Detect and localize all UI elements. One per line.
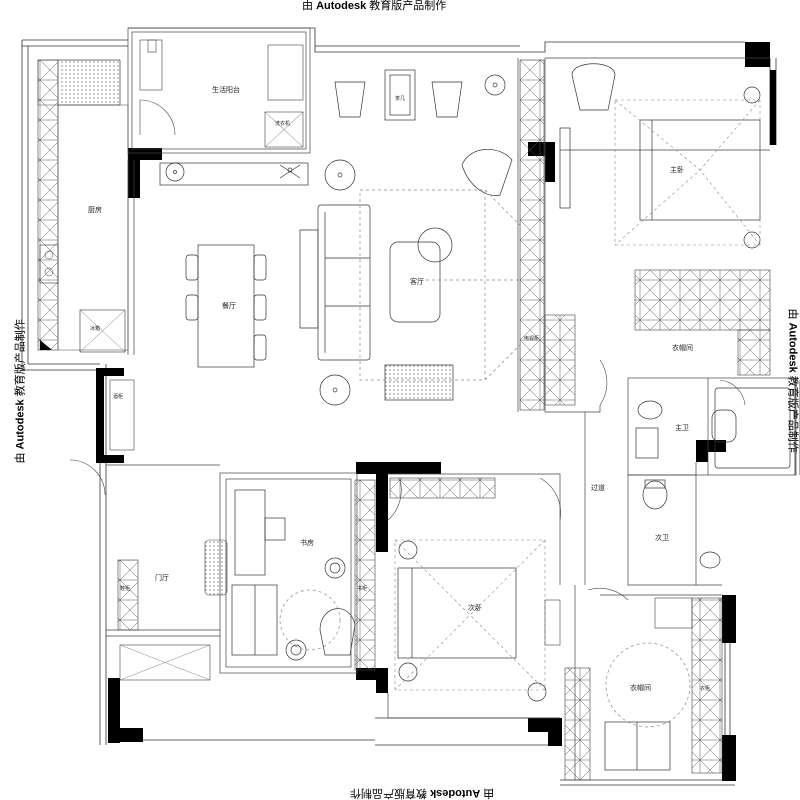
living-dashed (359, 189, 521, 381)
label-washer: 洗衣机 (275, 120, 290, 127)
kitchen-counters (37, 59, 129, 353)
study-furniture (231, 489, 356, 661)
master-dashed (614, 99, 761, 246)
label-dining: 餐厅 (222, 301, 236, 310)
wardrobe-cabinets (544, 269, 771, 406)
second-bedroom-wardrobe (389, 477, 496, 499)
label-second-bedroom: 次卧 (468, 603, 482, 612)
label-wine-cabinet: 酒柜 (113, 393, 123, 400)
label-master-bedroom: 主卧 (670, 165, 684, 174)
label-study: 书房 (300, 538, 314, 547)
outer-walls (21, 27, 800, 786)
second-bedroom-bed (397, 540, 547, 702)
fixture-labels: 冰箱 洗衣机 电视柜 酒柜 鞋柜 茶几 书柜 衣柜 (90, 95, 710, 692)
label-tv-cabinet: 电视柜 (524, 335, 539, 342)
entrance-fixtures (109, 379, 228, 681)
label-shoe-cabinet: 鞋柜 (120, 585, 130, 592)
watermark-prefix: 由 (302, 0, 313, 12)
cloakroom-cabinets (564, 597, 723, 781)
study-bookcase (354, 479, 376, 671)
room-labels: 生活阳台 厨房 餐厅 客厅 主卧 衣帽间 主卫 过道 次卫 书房 次卧 门厅 衣… (88, 85, 693, 692)
label-kitchen: 厨房 (88, 205, 102, 214)
dining-set (159, 162, 309, 368)
cloakroom-furniture (604, 642, 691, 771)
balcony-fixtures (139, 39, 304, 148)
watermark-suffix: 教育版产品制作 (369, 0, 447, 12)
master-bath-fixtures (635, 387, 791, 469)
watermark-brand: Autodesk (316, 0, 367, 12)
second-bedroom-dashed (394, 539, 546, 691)
label-bookcase: 书柜 (357, 585, 367, 592)
second-bath-fixtures (642, 479, 721, 569)
label-fridge: 冰箱 (90, 325, 100, 332)
label-table: 茶几 (395, 95, 405, 102)
structural-columns (96, 42, 776, 781)
label-wardrobe: 衣帽间 (672, 343, 693, 352)
label-entrance: 门厅 (155, 573, 169, 582)
tv-cabinet (519, 59, 545, 411)
label-cloakroom: 衣帽间 (630, 683, 651, 692)
watermark-top: 由 Autodesk 教育版产品制作 (302, 1, 446, 12)
label-balcony: 生活阳台 (212, 85, 240, 94)
label-second-bath: 次卫 (655, 533, 669, 542)
master-bed (559, 63, 761, 249)
tv-stand (544, 599, 561, 646)
label-wardrobe-cab: 衣柜 (700, 685, 710, 692)
door-swings (69, 99, 746, 601)
label-corridor: 过道 (591, 483, 605, 492)
living-furniture (299, 69, 513, 406)
interior-walls (106, 27, 797, 780)
label-master-bath: 主卫 (675, 423, 689, 432)
label-living: 客厅 (410, 277, 424, 286)
